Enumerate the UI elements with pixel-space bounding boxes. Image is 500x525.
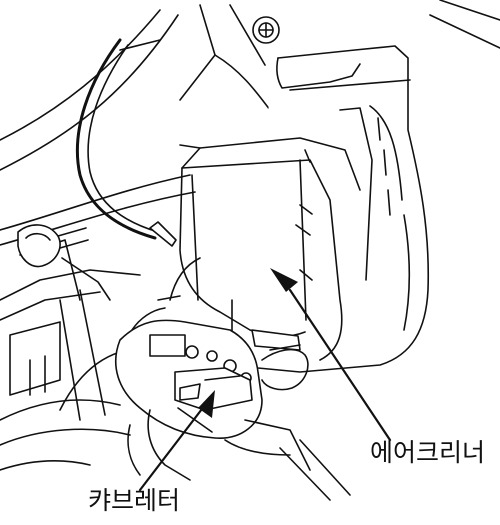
arrow-air-cleaner: [288, 288, 392, 442]
carburetor: [114, 257, 351, 501]
arrowhead-air-cleaner: [270, 268, 298, 292]
arrow-carburetor: [138, 403, 207, 492]
cable: [17, 38, 177, 301]
leader-arrows: [138, 268, 392, 492]
arrowhead-carburetor: [198, 390, 215, 418]
bolt: [252, 16, 280, 44]
frame-structure: [0, 0, 500, 471]
air-cleaner-label: 에어크리너: [370, 438, 486, 467]
carburetor-label: 캬브레터: [88, 486, 181, 515]
air-cleaner-housing: [179, 45, 430, 373]
